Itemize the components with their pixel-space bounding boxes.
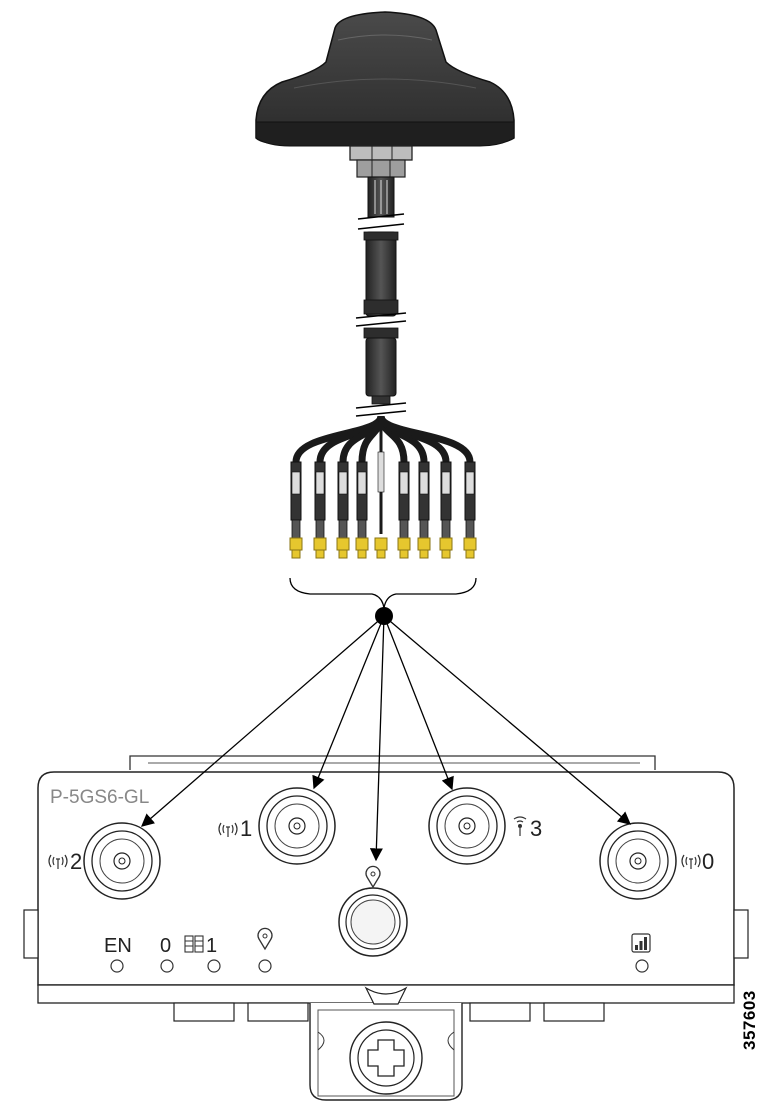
sma-connector-tip [315,549,325,559]
sma-connector [289,537,303,551]
led-sim1 [207,959,221,973]
lead-label-band [419,471,429,495]
sma-connector-tip [357,549,367,559]
lead-ferrule [315,519,325,539]
port-gps[interactable] [338,887,408,957]
lead-label-band [377,451,385,493]
sma-connector-tip [338,549,348,559]
led-sim0-label: 0 [160,935,171,957]
lead-label-band [465,471,475,495]
sim-card-icon [184,935,204,953]
mounting-bracket [309,986,463,1101]
lead-ferrule [291,519,301,539]
sma-connector-tip [419,549,429,559]
lead-ferrule [441,519,451,539]
sma-connector [313,537,327,551]
lead-ferrule [465,519,475,539]
sma-connector [336,537,350,551]
cable-bundle-middle [355,231,407,417]
led-sim0 [160,959,174,973]
sma-connector [463,537,477,551]
lead-label-band [315,471,325,495]
lead-label-band [399,471,409,495]
sma-connector [355,537,369,551]
sma-connector [439,537,453,551]
port-1[interactable] [258,787,336,865]
gps-location-icon [365,865,381,889]
led-sim1-label: 1 [206,935,217,957]
cable-bundle-upper [357,176,405,230]
lead-label-band [357,471,367,495]
router-module [23,755,749,1022]
sma-connector [374,537,388,551]
sma-connector [417,537,431,551]
antenna-icon [218,822,238,837]
arrow-to-port-gps [369,615,385,862]
arrow-to-port-3 [383,615,454,791]
antenna-icon [48,854,68,869]
lead-label-band [291,471,301,495]
group-brace [289,577,477,609]
arrow-to-port-1 [312,615,385,790]
antenna-icon [681,854,701,869]
mounting-nut [349,145,413,178]
led-en [110,959,124,973]
figure-id: 357603 [740,990,759,1050]
cable-fanout [289,414,477,559]
model-label: P-5GS6-GL [50,787,149,808]
port-3[interactable] [428,787,506,865]
lead-ferrule [357,519,367,539]
diversity-antenna-icon [513,816,527,836]
sma-connector-tip [399,549,409,559]
arrow-to-port-2 [141,615,385,827]
signal-strength-icon [631,933,651,953]
port-2-label: 2 [70,849,82,874]
antenna-dome [255,11,515,147]
led-signal [635,959,649,973]
led-en-label: EN [104,935,132,957]
sma-connector-tip [376,549,386,559]
fanout-lead [377,414,474,463]
lead-ferrule [419,519,429,539]
gps-location-icon [257,927,273,951]
sma-connector-tip [465,549,475,559]
led-gps [258,959,272,973]
sma-connector-tip [441,549,451,559]
lead-label-band [441,471,451,495]
sma-connector-tip [291,549,301,559]
lead-ferrule [399,519,409,539]
port-2[interactable] [83,822,161,900]
lead-label-band [338,471,348,495]
lead-ferrule [338,519,348,539]
port-0[interactable] [599,822,677,900]
port-3-label: 3 [530,816,542,841]
sma-connector [397,537,411,551]
port-0-label: 0 [702,849,714,874]
arrow-to-port-0 [383,615,631,825]
connection-arrows [141,615,631,862]
port-1-label: 1 [240,816,252,841]
